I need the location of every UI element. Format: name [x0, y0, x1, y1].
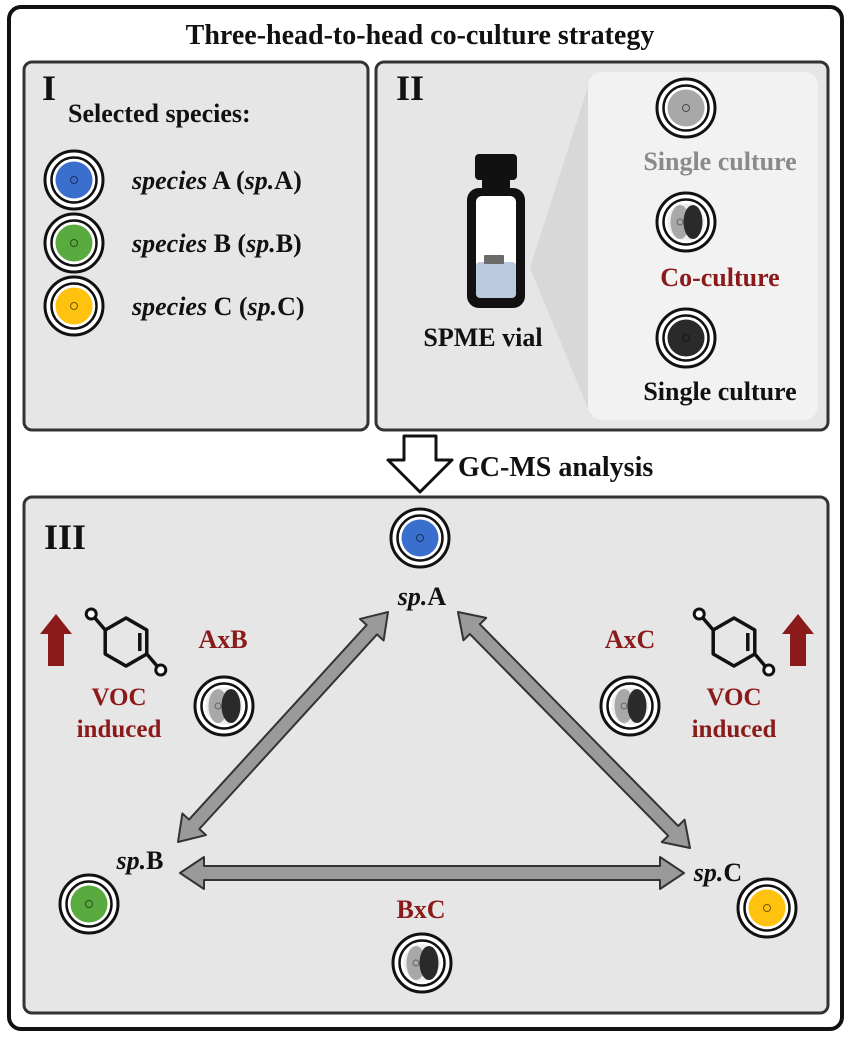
node-label: sp.C — [693, 858, 742, 887]
voc-molecule-icon — [692, 607, 776, 677]
node-letter: B — [146, 846, 163, 875]
pair-co-culture-dish-icon — [391, 932, 453, 994]
pair-markers: AxB AxC BxC — [193, 625, 661, 994]
node-label: sp.A — [397, 582, 447, 611]
node-abbr: sp. — [693, 858, 724, 887]
interaction-arrows — [177, 611, 691, 890]
gc-ms-analysis-label: GC-MS analysis — [458, 452, 653, 483]
panel-iii — [22, 495, 830, 1015]
node-dish-icon — [58, 873, 120, 935]
voc-molecule-icon — [84, 607, 168, 677]
species-name: C ( — [207, 292, 247, 321]
species-letter: A) — [274, 166, 301, 195]
species-dish-icon — [43, 212, 105, 274]
single-culture-dish-icon — [655, 307, 717, 369]
species-list: species A (sp.A)species B (sp.B)species … — [43, 149, 305, 337]
pair-label: BxC — [396, 895, 445, 924]
species-name: A ( — [207, 166, 245, 195]
pair-co-culture-dish-icon — [193, 675, 255, 737]
node-abbr: sp. — [116, 846, 147, 875]
species-word: species — [131, 166, 207, 195]
panel-iii-label: III — [44, 517, 86, 557]
voc-label: VOC — [91, 684, 146, 711]
spme-vial-label: SPME vial — [423, 323, 542, 352]
arrow-b-c — [179, 856, 685, 890]
selected-species-heading: Selected species: — [68, 99, 251, 128]
node-letter: A — [427, 582, 446, 611]
increase-arrow-icon — [782, 614, 814, 666]
species-abbr: sp. — [245, 229, 276, 258]
arrow-a-b — [177, 611, 389, 843]
diagram-title: Three-head-to-head co-culture strategy — [186, 20, 655, 51]
node-dish-icon — [736, 877, 798, 939]
culture-label: Co-culture — [660, 263, 779, 292]
species-label: species C (sp.C) — [131, 292, 305, 321]
panel-i — [22, 60, 370, 432]
zoom-wedge — [530, 74, 592, 418]
species-word: species — [131, 229, 207, 258]
pair-label: AxC — [605, 625, 656, 654]
pair-label: AxB — [198, 625, 247, 654]
node-abbr: sp. — [397, 582, 428, 611]
node-letter: C — [723, 858, 742, 887]
increase-arrow-icon — [40, 614, 72, 666]
species-label: species B (sp.B) — [131, 229, 302, 258]
arrow-a-c — [457, 611, 691, 849]
culture-label: Single culture — [643, 377, 796, 406]
panel-ii-label: II — [396, 68, 424, 108]
voc-label: VOC — [706, 684, 761, 711]
induced-label: induced — [77, 716, 162, 743]
species-abbr: sp. — [247, 292, 278, 321]
induced-label: induced — [692, 716, 777, 743]
species-letter: C) — [277, 292, 304, 321]
species-letter: B) — [276, 229, 302, 258]
species-word: species — [131, 292, 207, 321]
species-dish-icon — [43, 275, 105, 337]
spme-vial-icon — [467, 154, 525, 308]
single-culture-dish-icon — [655, 77, 717, 139]
species-abbr: sp. — [244, 166, 275, 195]
pair-co-culture-dish-icon — [599, 675, 661, 737]
species-dish-icon — [43, 149, 105, 211]
node-label: sp.B — [116, 846, 164, 875]
voc-indicators: VOC induced VOC induced — [40, 607, 814, 743]
species-label: species A (sp.A) — [131, 166, 302, 195]
culture-label: Single culture — [643, 147, 796, 176]
co-culture-dish-icon — [655, 191, 717, 253]
node-dish-icon — [389, 507, 451, 569]
down-arrow-icon — [386, 434, 454, 494]
species-name: B ( — [207, 229, 246, 258]
panel-i-label: I — [42, 68, 56, 108]
